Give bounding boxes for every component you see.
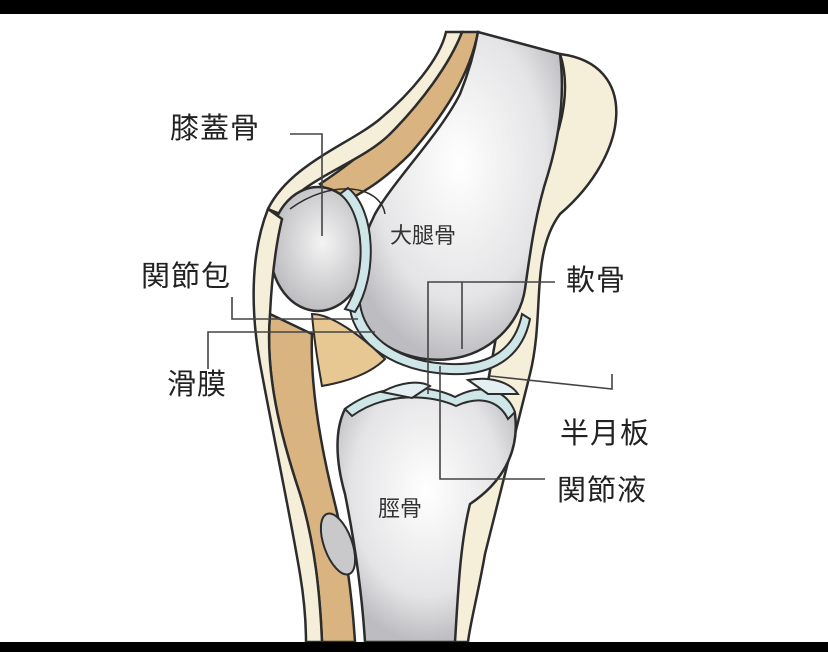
leader-joint-capsule — [231, 297, 358, 320]
label-tibia: 脛骨 — [378, 497, 423, 522]
joint-capsule-outline — [289, 188, 386, 215]
leader-lines — [207, 133, 613, 480]
label-patella: 膝蓋骨 — [170, 111, 261, 145]
leader-synovium — [207, 331, 375, 369]
skin-anterior-upper — [266, 30, 464, 216]
fat-pad-oval — [319, 512, 357, 576]
knee-anatomy-illustration — [207, 30, 618, 642]
skin-anterior-lower — [252, 207, 324, 642]
leader-patella — [290, 133, 323, 236]
label-femur: 大腿骨 — [390, 224, 457, 249]
patellar-cartilage — [338, 186, 372, 314]
meniscus-posterior — [465, 377, 520, 395]
femoral-cartilage — [348, 302, 532, 376]
label-joint-capsule: 関節包 — [141, 259, 232, 293]
leader-meniscus — [489, 374, 613, 390]
meniscus-anterior — [379, 381, 432, 400]
label-cartilage: 軟骨 — [566, 263, 627, 297]
label-synovium: 滑膜 — [167, 367, 228, 401]
leader-cartilage — [427, 281, 555, 394]
leader-synovial-fluid — [439, 366, 545, 480]
label-synovial-fluid: 関節液 — [557, 473, 648, 507]
label-meniscus: 半月板 — [560, 416, 651, 450]
diagram-canvas: 膝蓋骨 関節包 滑膜 軟骨 半月板 関節液 大腿骨 脛骨 — [0, 14, 828, 642]
